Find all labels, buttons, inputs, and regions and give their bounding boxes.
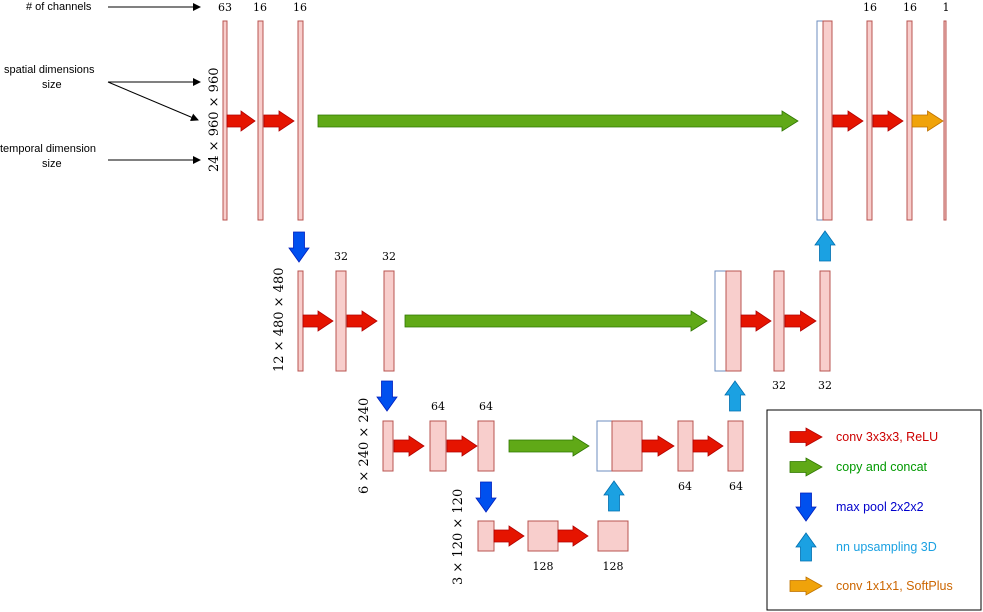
legend-arrows xyxy=(789,427,823,596)
level-2-channel-1: 64 xyxy=(431,400,445,413)
level-3-block-1 xyxy=(477,520,495,552)
level-0: 24 × 960 × 960 63 16 16 16 16 1 xyxy=(207,1,950,221)
legend-label-conv: conv 3x3x3, ReLU xyxy=(836,430,938,444)
upsample-arrow xyxy=(724,380,746,412)
level-0-concat-copy xyxy=(816,20,824,221)
legend-label-upsample: nn upsampling 3D xyxy=(836,540,937,554)
level-0-block-3 xyxy=(297,20,304,221)
level-2-decoder-channel-2: 64 xyxy=(729,480,743,493)
max-pool-arrow xyxy=(475,481,497,513)
level-0-decoder-block-3 xyxy=(906,20,913,221)
max-pool-arrow xyxy=(288,231,310,263)
level-0-decoder-channel-3: 1 xyxy=(943,1,950,14)
level-2-channel-2: 64 xyxy=(479,400,493,413)
level-2-decoder-block-3 xyxy=(727,420,744,472)
copy-arrow xyxy=(404,310,708,332)
level-2-decoder-block-2 xyxy=(677,420,694,472)
level-1: 12 × 480 × 480 32 32 32 32 xyxy=(272,250,832,392)
level-1-decoder-block-3 xyxy=(819,270,831,372)
level-1-block-1 xyxy=(297,270,304,372)
temporal-annotation-line2: size xyxy=(42,158,62,170)
conv-arrow xyxy=(832,110,864,132)
conv-arrow xyxy=(692,435,724,457)
legend-upsample-arrow-icon xyxy=(795,532,817,562)
legend-pool-arrow-icon xyxy=(795,492,817,522)
level-0-block-2 xyxy=(257,20,264,221)
level-0-output-block xyxy=(943,20,947,221)
upsample-arrow xyxy=(603,480,625,512)
conv-arrow xyxy=(784,310,817,332)
level-1-concat-copy xyxy=(714,270,727,372)
spatial-annotation-line1: spatial dimensions xyxy=(4,64,95,76)
level-1-channel-1: 32 xyxy=(334,250,348,263)
legend-conv-arrow-icon xyxy=(789,427,823,447)
legend-final-arrow-icon xyxy=(789,576,823,596)
level-1-decoder-block-1 xyxy=(725,270,742,372)
legend-label-copy: copy and concat xyxy=(836,460,928,474)
level-1-block-2 xyxy=(335,270,347,372)
level-2-dim-label: 6 × 240 × 240 xyxy=(357,398,372,494)
level-0-decoder-channel-2: 16 xyxy=(903,1,917,14)
annotations: # of channels spatial dimensions size te… xyxy=(0,1,201,170)
level-0-decoder-block-2 xyxy=(866,20,873,221)
level-3-block-3 xyxy=(597,520,629,552)
conv-arrow xyxy=(641,435,675,457)
level-1-decoder-channel-1: 32 xyxy=(772,379,786,392)
spatial-annotation-line2: size xyxy=(42,79,62,91)
legend-copy-arrow-icon xyxy=(789,457,823,477)
level-3-block-2 xyxy=(527,520,559,552)
level-2-decoder-block-1 xyxy=(611,420,643,472)
level-3-dim-label: 3 × 120 × 120 xyxy=(451,489,466,585)
level-0-channel-3: 16 xyxy=(293,1,307,14)
legend-label-pool: max pool 2x2x2 xyxy=(836,500,924,514)
legend-label-final: conv 1x1x1, SoftPlus xyxy=(836,579,953,593)
conv-arrow xyxy=(446,435,478,457)
conv-arrow xyxy=(302,310,334,332)
level-0-dim-label: 24 × 960 × 960 xyxy=(207,68,222,172)
level-1-decoder-block-2 xyxy=(773,270,785,372)
level-1-decoder-channel-2: 32 xyxy=(818,379,832,392)
level-1-channel-2: 32 xyxy=(382,250,396,263)
conv-arrow xyxy=(346,310,378,332)
level-3: 3 × 120 × 120 128 128 xyxy=(451,489,629,585)
level-0-decoder-block-1 xyxy=(822,20,833,221)
conv-arrow xyxy=(263,110,295,132)
copy-arrow xyxy=(317,110,799,132)
conv-arrow xyxy=(493,525,525,547)
level-0-channel-1: 63 xyxy=(218,1,232,14)
level-2-block-2 xyxy=(429,420,447,472)
upsample-arrow xyxy=(814,230,836,262)
legend: conv 3x3x3, ReLU copy and concat max poo… xyxy=(766,409,982,611)
max-pool-arrow xyxy=(376,380,398,412)
temporal-annotation-line1: temporal dimension xyxy=(0,143,96,155)
level-0-channel-2: 16 xyxy=(253,1,267,14)
conv-arrow xyxy=(872,110,904,132)
level-1-block-3 xyxy=(383,270,395,372)
conv-arrow xyxy=(557,525,589,547)
level-0-decoder-channel-1: 16 xyxy=(863,1,877,14)
level-1-dim-label: 12 × 480 × 480 xyxy=(272,268,287,372)
level-2: 6 × 240 × 240 64 64 64 64 xyxy=(357,398,744,494)
level-3-channel-1: 128 xyxy=(533,560,554,573)
level-2-concat-copy xyxy=(596,420,613,472)
conv-arrow xyxy=(226,110,256,132)
level-2-decoder-channel-1: 64 xyxy=(678,480,692,493)
level-0-block-1 xyxy=(222,20,228,221)
level-3-channel-2: 128 xyxy=(603,560,624,573)
final-conv-arrow xyxy=(911,110,944,132)
flow-arrows xyxy=(226,110,944,547)
channels-annotation: # of channels xyxy=(26,1,92,13)
level-2-block-3 xyxy=(477,420,495,472)
level-2-block-1 xyxy=(382,420,394,472)
conv-arrow xyxy=(393,435,425,457)
conv-arrow xyxy=(740,310,772,332)
copy-arrow xyxy=(508,435,590,457)
